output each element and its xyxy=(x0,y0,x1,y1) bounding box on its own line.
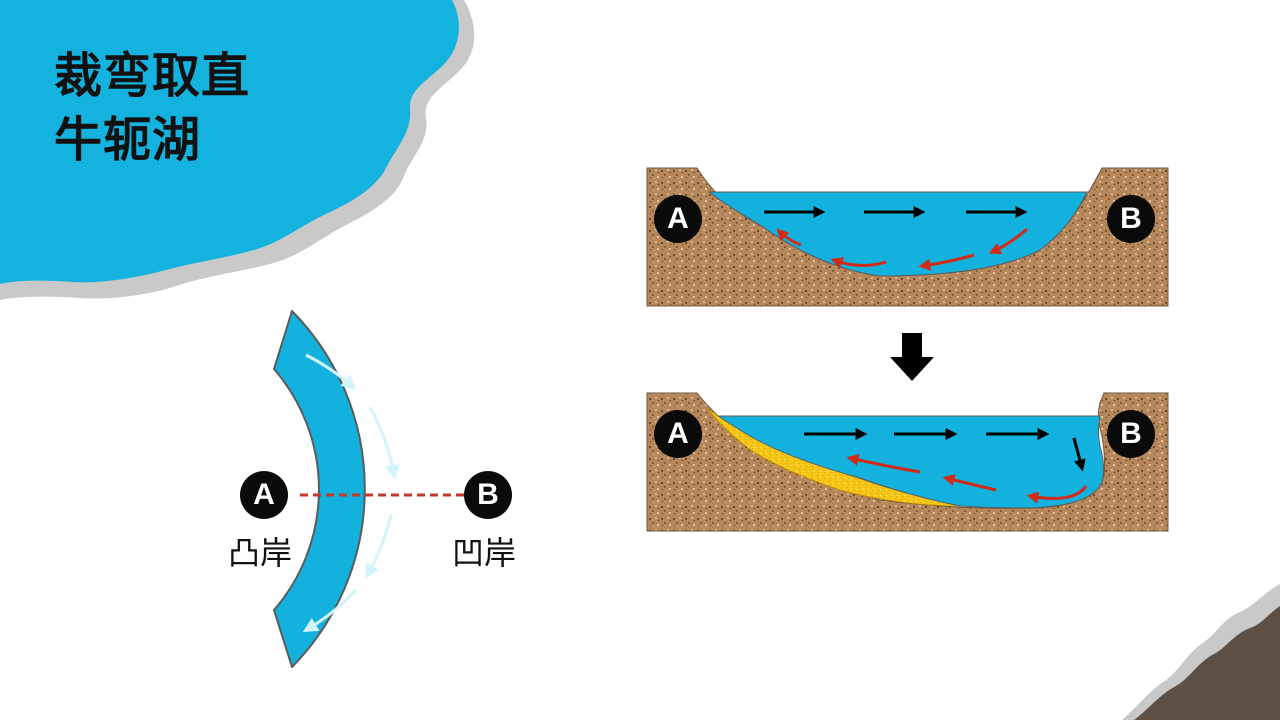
flow-arrow-icon xyxy=(846,454,921,474)
flow-arrow-icon xyxy=(365,514,393,580)
meander-point-a: A xyxy=(240,471,288,519)
flow-arrow-icon xyxy=(830,257,887,269)
convex-bank-label: 凸岸 xyxy=(228,534,293,572)
rock-corner xyxy=(1134,606,1280,720)
water-corner xyxy=(0,0,459,284)
bottom-section-point-a: A xyxy=(654,410,702,458)
top-section-point-b: B xyxy=(1107,195,1155,243)
concave-bank-label: 凹岸 xyxy=(452,534,517,572)
cross-section-top xyxy=(646,167,1169,307)
flow-arrow-icon xyxy=(305,353,357,390)
bottom-section-point-b: B xyxy=(1107,410,1155,458)
down-arrow-icon xyxy=(890,333,934,381)
flow-arrow-icon xyxy=(776,228,802,247)
cross-section-bottom xyxy=(646,392,1169,532)
flow-arrow-icon xyxy=(988,227,1028,255)
meander-point-b: B xyxy=(464,471,512,519)
top-section-point-a: A xyxy=(654,195,702,243)
flow-arrow-icon xyxy=(1072,437,1086,472)
water-bottom xyxy=(716,415,1105,509)
title-line-2: 牛轭湖 xyxy=(54,112,202,168)
slide-title: 裁弯取直 牛轭湖 xyxy=(54,44,250,172)
flow-arrow-icon xyxy=(302,588,358,633)
flow-arrow-icon xyxy=(1026,485,1088,504)
flow-arrow-icon xyxy=(368,406,400,480)
meander-river xyxy=(273,310,366,668)
title-line-1: 裁弯取直 xyxy=(54,48,251,104)
flow-arrow-icon xyxy=(918,253,975,271)
flow-arrow-icon xyxy=(942,474,997,492)
